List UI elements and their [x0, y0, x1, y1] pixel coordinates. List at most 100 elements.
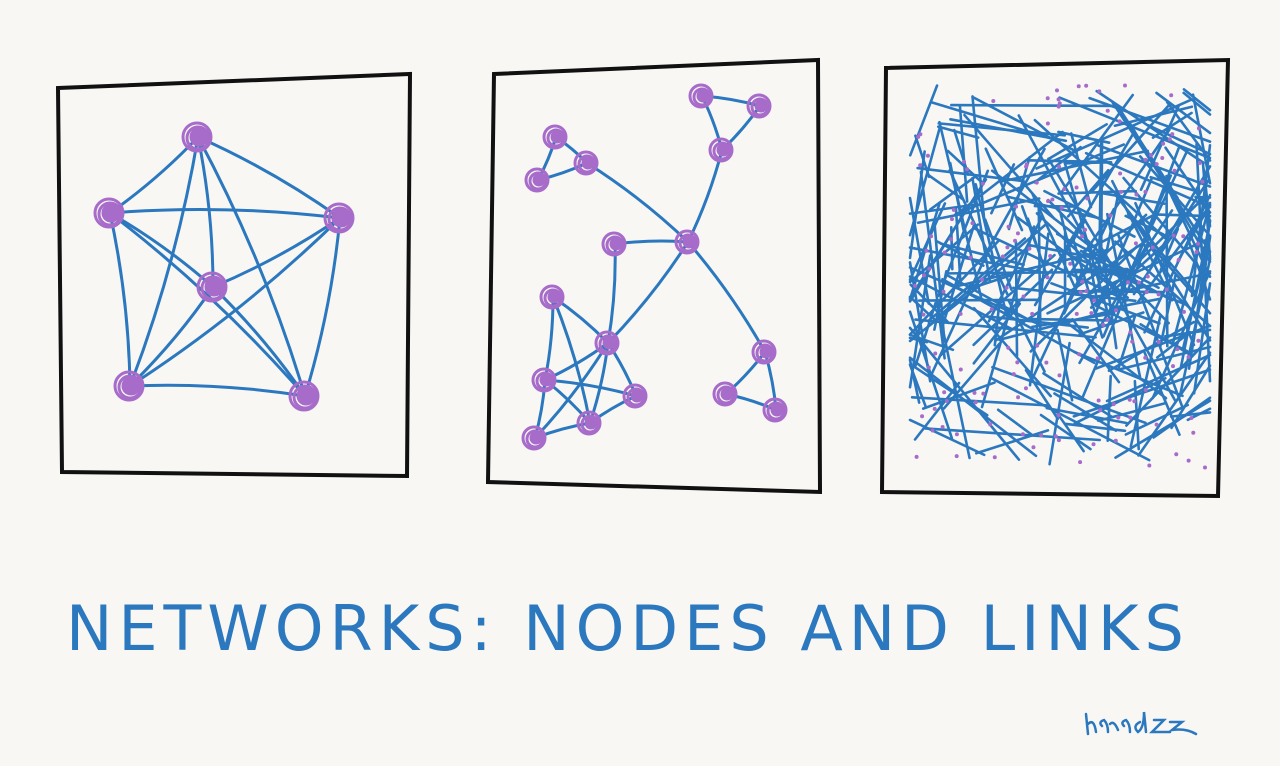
link: [1047, 123, 1108, 161]
link: [996, 408, 1033, 436]
node: [1169, 93, 1174, 98]
node: [1196, 338, 1201, 343]
node: [525, 429, 545, 449]
link: [1155, 91, 1212, 135]
node: [189, 127, 209, 147]
link: [1151, 111, 1193, 139]
link: [128, 216, 342, 388]
link: [1045, 406, 1128, 425]
node: [759, 345, 773, 359]
link: [1164, 146, 1212, 214]
node: [716, 385, 736, 405]
link: [1098, 306, 1189, 353]
node: [941, 289, 946, 294]
node: [925, 153, 930, 158]
node: [980, 181, 985, 186]
link: [1182, 91, 1212, 116]
node: [1059, 205, 1064, 210]
node: [573, 150, 599, 176]
node: [954, 432, 959, 437]
node: [1202, 465, 1207, 470]
node: [521, 425, 547, 451]
node: [926, 365, 931, 370]
link: [908, 239, 1000, 336]
node: [1054, 88, 1059, 93]
node: [1083, 227, 1088, 232]
link: [211, 216, 342, 289]
node: [1027, 246, 1032, 251]
link: [1024, 368, 1060, 421]
link: [1057, 413, 1085, 453]
node: [1045, 121, 1050, 126]
link: [1059, 93, 1135, 195]
node: [1161, 141, 1166, 146]
node: [921, 273, 926, 278]
node: [1116, 415, 1121, 420]
node: [1089, 311, 1094, 316]
link: [989, 376, 1151, 462]
node: [932, 406, 937, 411]
link: [303, 216, 342, 398]
link: [933, 221, 946, 343]
link: [606, 240, 690, 345]
node: [1097, 89, 1102, 94]
link: [967, 274, 1012, 291]
node: [929, 234, 934, 239]
node: [539, 373, 553, 387]
link: [983, 218, 1013, 291]
link: [937, 122, 1067, 137]
node: [1046, 199, 1051, 204]
node: [1136, 280, 1141, 285]
node: [1105, 108, 1110, 113]
node: [1154, 162, 1159, 167]
node: [1149, 153, 1154, 158]
node: [980, 277, 985, 282]
link: [908, 125, 942, 237]
node: [535, 371, 555, 391]
node: [1150, 245, 1155, 250]
node: [708, 137, 734, 163]
node: [924, 248, 929, 253]
node: [1021, 294, 1026, 299]
link: [908, 363, 928, 408]
node: [1014, 204, 1019, 209]
link: [1147, 123, 1212, 156]
node: [1145, 274, 1150, 279]
node: [1118, 189, 1123, 194]
link: [1035, 98, 1193, 170]
node: [692, 87, 712, 107]
node: [750, 97, 770, 117]
node: [630, 389, 644, 403]
node: [1098, 408, 1103, 413]
node: [1062, 187, 1067, 192]
link: [1062, 207, 1116, 315]
link: [1091, 103, 1171, 193]
node: [524, 167, 550, 193]
node: [1080, 234, 1085, 239]
panel-3-network: [908, 83, 1212, 470]
node: [97, 201, 123, 227]
node: [1092, 298, 1097, 303]
link: [908, 254, 932, 389]
node: [1005, 245, 1010, 250]
node: [1113, 308, 1118, 313]
node: [1057, 373, 1062, 378]
node: [913, 283, 918, 288]
node: [716, 143, 730, 157]
node: [944, 399, 949, 404]
panel-2-network: [521, 83, 788, 451]
link: [1088, 96, 1212, 143]
link: [908, 418, 986, 457]
node: [331, 208, 351, 228]
node: [601, 231, 627, 257]
node: [121, 376, 141, 396]
node: [327, 206, 353, 232]
link: [1137, 204, 1212, 303]
link: [1107, 320, 1196, 373]
node: [678, 233, 698, 253]
node: [1186, 355, 1191, 360]
node: [1144, 290, 1149, 295]
node: [580, 414, 600, 434]
node: [970, 221, 975, 226]
